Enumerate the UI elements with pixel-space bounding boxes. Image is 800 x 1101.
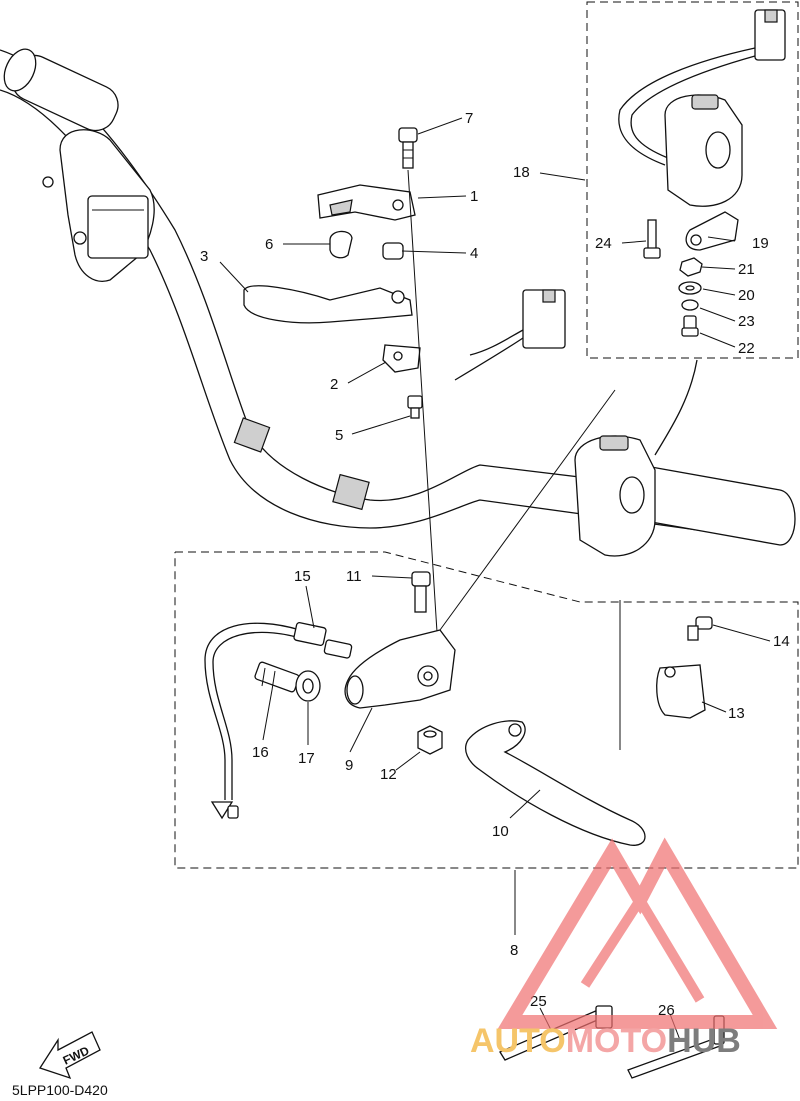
part-9-lever-holder [344,629,456,709]
part-23-spring-washer [681,299,699,311]
part-7-bolt [398,127,418,169]
label-part-15: 15 [294,568,311,585]
label-part-22: 22 [738,340,755,357]
label-part-12: 12 [380,766,397,783]
label-part-2: 2 [330,376,338,393]
label-part-21: 21 [738,261,755,278]
left-grip-throttle [3,48,155,282]
watermark-logo [497,837,778,1029]
label-part-3: 3 [200,248,208,265]
master-cylinder-reservoir [87,195,149,259]
handlebar [0,49,796,546]
knurl-right [332,473,370,511]
label-part-23: 23 [738,313,755,330]
clutch-lever-assembly-box [174,551,799,869]
label-part-6: 6 [265,236,273,253]
part-24-screw [643,219,661,259]
fwd-arrow: FWD [39,1031,101,1080]
part-4-collar [382,242,404,260]
switch-assembly-box [586,1,799,359]
label-part-20: 20 [738,287,755,304]
right-handlebar-switch [574,435,656,557]
watermark-hub: HUB [667,1022,741,1060]
part-12-nut [417,725,443,755]
assembly-axis [407,169,441,681]
part-6-knob [329,230,353,259]
part-1-bracket [317,184,416,221]
switch-connector-mid [454,289,566,381]
part-2-plate [382,344,421,373]
part-13-bracket [656,664,706,719]
watermark-auto: AUTO [470,1022,566,1060]
label-part-10: 10 [492,823,509,840]
part-5-screw [407,395,423,419]
part-labels: 7 1 6 4 3 2 5 18 24 19 21 20 23 22 15 11… [200,110,790,1019]
label-part-24: 24 [595,235,612,252]
part-3-parking-lever [243,285,413,324]
label-part-13: 13 [728,705,745,722]
diagram-code: 5LPP100-D420 [12,1082,108,1098]
label-part-26: 26 [658,1002,675,1019]
part-14-screw [687,616,713,641]
part-11-pivot-bolt [411,571,431,613]
label-part-7: 7 [465,110,473,127]
part-19-clamp [685,211,739,251]
part-18-switch-housing [618,9,786,207]
label-part-1: 1 [470,188,478,205]
part-10-clutch-lever [465,720,646,846]
part-15-cable [204,621,353,820]
label-part-5: 5 [335,427,343,444]
label-part-19: 19 [752,235,769,252]
label-part-14: 14 [773,633,790,650]
watermark-triangle [497,837,778,1029]
switch-wire [654,359,698,456]
label-part-4: 4 [470,245,478,262]
right-grip [639,464,796,546]
knurl-left [233,417,271,453]
label-part-9: 9 [345,757,353,774]
label-part-18: 18 [513,164,530,181]
part-22-screw [681,315,699,337]
label-part-16: 16 [252,744,269,761]
label-part-8: 8 [510,942,518,959]
part-16-adjuster [254,661,300,693]
part-17-locknut [295,670,321,702]
leader-lines [219,117,771,1041]
label-part-11: 11 [346,568,362,585]
part-21-nut [679,257,703,277]
watermark-text: AUTOMOTOHUB [470,1022,741,1060]
label-part-17: 17 [298,750,315,767]
part-20-washer [678,281,702,295]
label-part-25: 25 [530,993,547,1010]
watermark-moto: MOTO [566,1022,667,1060]
